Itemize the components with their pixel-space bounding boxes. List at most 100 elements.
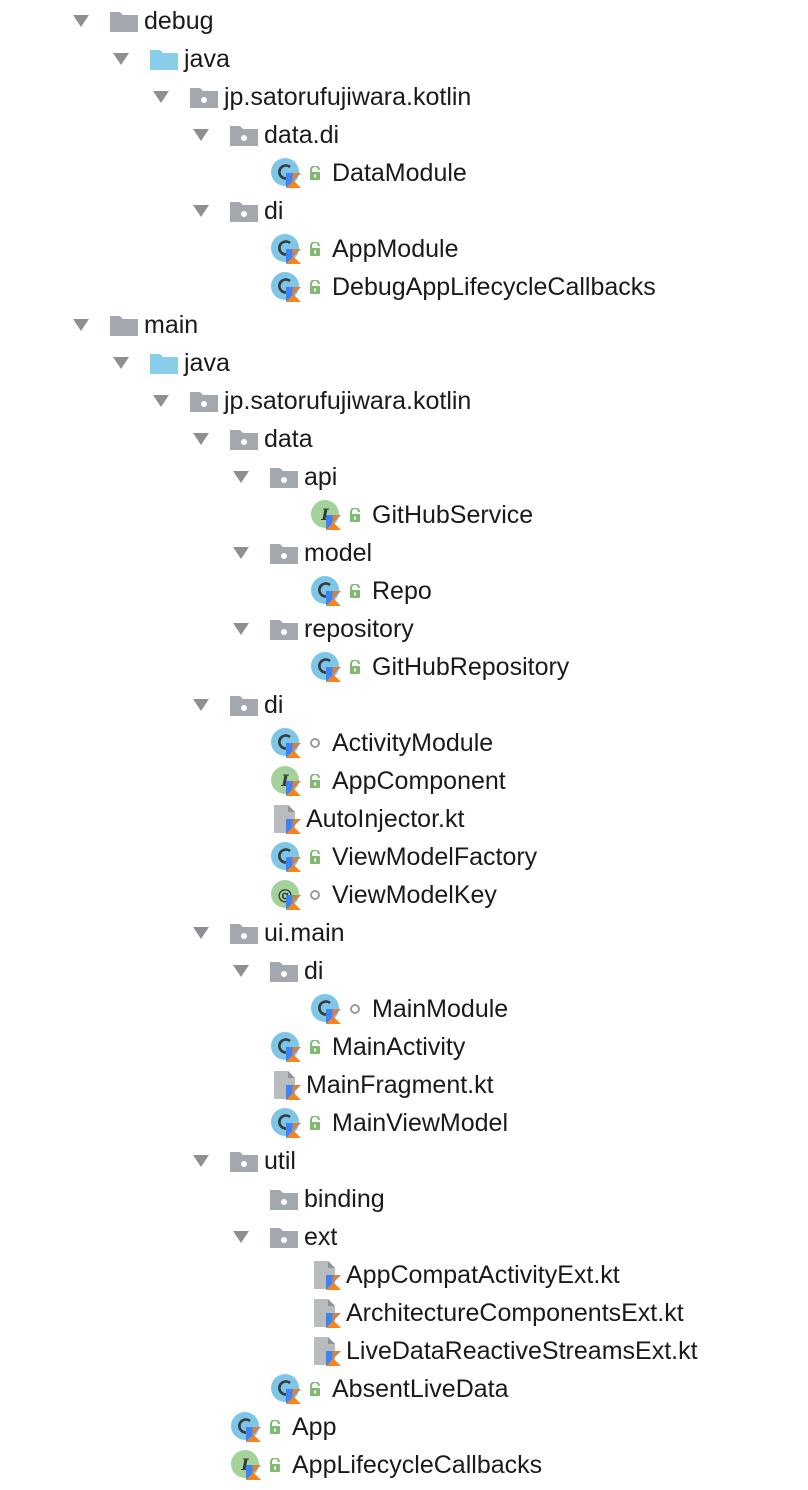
tree-node-label: AppLifecycleCallbacks [292,1451,543,1479]
tree-node-label: jp.satorufujiwara.kotlin [224,83,472,111]
arrow-spacer [230,846,252,868]
tree-node[interactable]: MainViewModel [0,1104,808,1142]
tree-node[interactable]: App [0,1408,808,1446]
tree-node[interactable]: ArchitectureComponentsExt.kt [0,1294,808,1332]
expand-arrow-icon[interactable] [110,48,132,70]
expand-arrow-icon[interactable] [190,1150,212,1172]
package-icon [268,1221,300,1253]
arrow-spacer [270,998,292,1020]
tree-node[interactable]: AutoInjector.kt [0,800,808,838]
arrow-spacer [270,580,292,602]
tree-node[interactable]: @ViewModelKey [0,876,808,914]
expand-arrow-icon[interactable] [230,1226,252,1248]
tree-node-label: ViewModelFactory [332,843,538,871]
package-icon [228,195,260,227]
kotlin-file-icon [270,803,302,835]
tree-node[interactable]: DebugAppLifecycleCallbacks [0,268,808,306]
arrow-spacer [230,276,252,298]
expand-arrow-icon[interactable] [110,352,132,374]
tree-node-label: debug [144,7,214,35]
public-lock-icon [308,166,322,180]
expand-arrow-icon[interactable] [230,618,252,640]
package-icon [188,385,220,417]
expand-arrow-icon[interactable] [150,86,172,108]
tree-node-label: jp.satorufujiwara.kotlin [224,387,472,415]
tree-node[interactable]: MainFragment.kt [0,1066,808,1104]
tree-node[interactable]: di [0,686,808,724]
tree-node[interactable]: binding [0,1180,808,1218]
tree-node[interactable]: ext [0,1218,808,1256]
expand-arrow-icon[interactable] [190,200,212,222]
svg-text:I: I [320,505,329,524]
tree-node[interactable]: debug [0,2,808,40]
tree-node[interactable]: java [0,40,808,78]
package-private-icon [308,736,322,750]
kotlin-class-icon [270,233,302,265]
kotlin-interface-icon: I [310,499,342,531]
tree-node[interactable]: model [0,534,808,572]
tree-node-label: data [264,425,313,453]
kotlin-class-icon [230,1411,262,1443]
arrow-spacer [230,162,252,184]
public-lock-icon [348,508,362,522]
expand-arrow-icon[interactable] [230,542,252,564]
expand-arrow-icon[interactable] [190,428,212,450]
arrow-spacer [230,1112,252,1134]
package-private-icon [348,1002,362,1016]
tree-node[interactable]: di [0,192,808,230]
tree-node[interactable]: data [0,420,808,458]
tree-node[interactable]: AbsentLiveData [0,1370,808,1408]
arrow-spacer [230,1378,252,1400]
public-lock-icon [268,1458,282,1472]
expand-arrow-icon[interactable] [70,314,92,336]
expand-arrow-icon[interactable] [230,960,252,982]
tree-node-label: binding [304,1185,385,1213]
expand-arrow-icon[interactable] [150,390,172,412]
tree-node[interactable]: java [0,344,808,382]
expand-arrow-icon[interactable] [70,10,92,32]
expand-arrow-icon[interactable] [230,466,252,488]
expand-arrow-icon[interactable] [190,694,212,716]
tree-node[interactable]: di [0,952,808,990]
tree-node[interactable]: util [0,1142,808,1180]
tree-node[interactable]: jp.satorufujiwara.kotlin [0,78,808,116]
tree-node-label: GitHubRepository [372,653,570,681]
tree-node-label: AutoInjector.kt [306,805,465,833]
kotlin-class-icon [270,727,302,759]
public-lock-icon [308,242,322,256]
tree-node[interactable]: main [0,306,808,344]
tree-node-label: MainFragment.kt [306,1071,494,1099]
package-icon [228,689,260,721]
tree-node[interactable]: MainActivity [0,1028,808,1066]
kotlin-class-icon [270,157,302,189]
tree-node[interactable]: AppCompatActivityExt.kt [0,1256,808,1294]
tree-node[interactable]: GitHubRepository [0,648,808,686]
tree-node[interactable]: api [0,458,808,496]
tree-node-label: AppComponent [332,767,506,795]
tree-node-label: di [264,691,284,719]
tree-node[interactable]: AppModule [0,230,808,268]
source-folder-icon [148,347,180,379]
tree-node[interactable]: ActivityModule [0,724,808,762]
arrow-spacer [230,1074,252,1096]
tree-node[interactable]: DataModule [0,154,808,192]
tree-node[interactable]: repository [0,610,808,648]
expand-arrow-icon[interactable] [190,124,212,146]
tree-node[interactable]: data.di [0,116,808,154]
tree-node-label: Repo [372,577,432,605]
tree-node[interactable]: ui.main [0,914,808,952]
tree-node[interactable]: LiveDataReactiveStreamsExt.kt [0,1332,808,1370]
kotlin-file-icon [310,1297,342,1329]
tree-node[interactable]: jp.satorufujiwara.kotlin [0,382,808,420]
tree-node[interactable]: MainModule [0,990,808,1028]
tree-node[interactable]: Repo [0,572,808,610]
public-lock-icon [348,584,362,598]
tree-node-label: AbsentLiveData [332,1375,509,1403]
expand-arrow-icon[interactable] [190,922,212,944]
arrow-spacer [270,656,292,678]
tree-node[interactable]: ViewModelFactory [0,838,808,876]
kotlin-class-icon [310,651,342,683]
